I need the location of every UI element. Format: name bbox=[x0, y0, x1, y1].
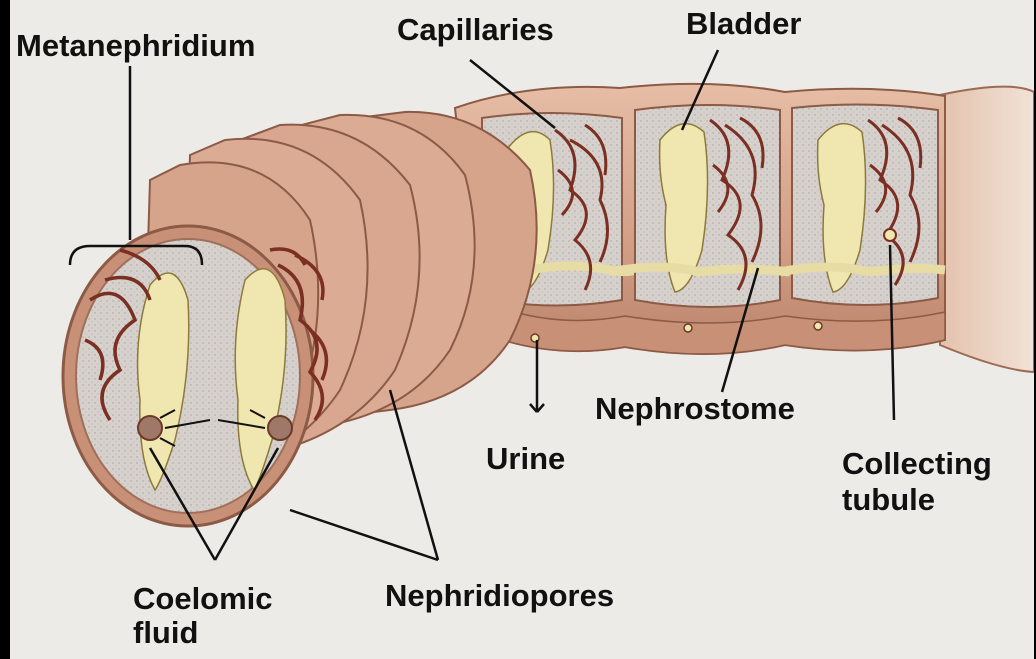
worm-tail bbox=[940, 87, 1034, 372]
label-coelomic-fluid: Coelomic fluid bbox=[133, 582, 273, 650]
label-nephridiopores: Nephridiopores bbox=[385, 578, 614, 614]
label-collecting-tubule-line1: Collecting bbox=[842, 446, 992, 482]
label-metanephridium: Metanephridium bbox=[16, 28, 255, 64]
earthworm-illustration bbox=[10, 0, 1034, 659]
segment-window-2 bbox=[610, 105, 790, 307]
label-capillaries: Capillaries bbox=[397, 12, 554, 48]
segment-window-3 bbox=[780, 104, 945, 305]
label-coelomic-fluid-line1: Coelomic bbox=[133, 582, 273, 616]
earthworm-excretory-diagram: Metanephridium Capillaries Bladder Nephr… bbox=[10, 0, 1034, 659]
label-nephrostome: Nephrostome bbox=[595, 391, 795, 427]
label-collecting-tubule-line2: tubule bbox=[842, 482, 992, 518]
label-urine: Urine bbox=[486, 441, 565, 477]
label-coelomic-fluid-line2: fluid bbox=[133, 616, 273, 650]
cross-section bbox=[63, 226, 326, 526]
label-bladder: Bladder bbox=[686, 6, 801, 42]
label-collecting-tubule: Collecting tubule bbox=[842, 446, 992, 518]
